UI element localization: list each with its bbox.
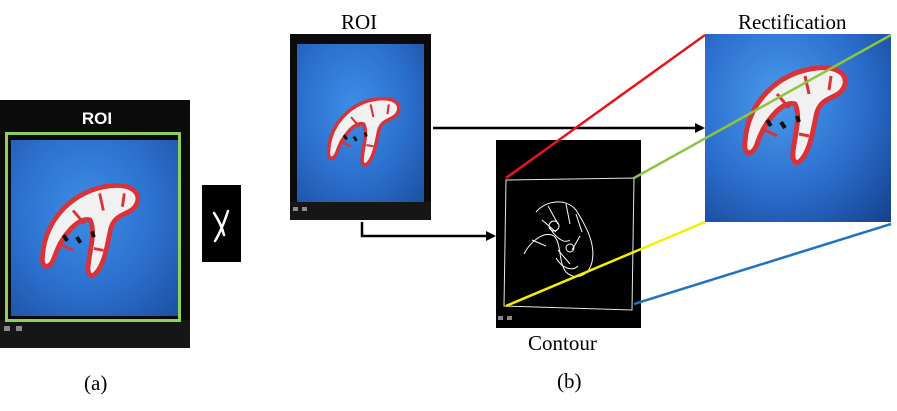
- panel-b-roi-photo: [290, 34, 431, 220]
- caption-a: (a): [84, 371, 108, 395]
- roi-title: ROI: [341, 10, 378, 34]
- panel-b-roi-taskbar: [290, 202, 431, 220]
- contour-taskbar-icon: [498, 316, 503, 320]
- contour-drawing: [498, 177, 635, 320]
- taskbar-folder-icon: [16, 326, 22, 331]
- letter-tile: [202, 185, 241, 262]
- x-glyph: [212, 209, 230, 243]
- kite-icon-a: [40, 183, 141, 278]
- roi-label: ROI: [81, 109, 113, 128]
- line-yellow: [505, 220, 706, 308]
- roi-box: [5, 132, 181, 322]
- line-blue: [633, 222, 892, 306]
- taskbar-start-icon: [4, 326, 10, 331]
- arrow-roi-to-contour: [360, 222, 496, 241]
- taskbar-folder-icon: [302, 207, 307, 211]
- contour-taskbar-folder: [507, 316, 512, 320]
- taskbar-start-icon: [293, 207, 298, 211]
- contour-image: [496, 140, 641, 328]
- kite-icon-b: [326, 96, 401, 167]
- contour-title: Contour: [528, 331, 597, 355]
- line-red: [505, 33, 706, 180]
- rectification-title: Rectification: [738, 10, 847, 34]
- line-green: [633, 33, 892, 180]
- kite-icon-rectified: [742, 65, 848, 165]
- panel-a-taskbar: [0, 320, 190, 348]
- caption-b: (b): [557, 369, 582, 393]
